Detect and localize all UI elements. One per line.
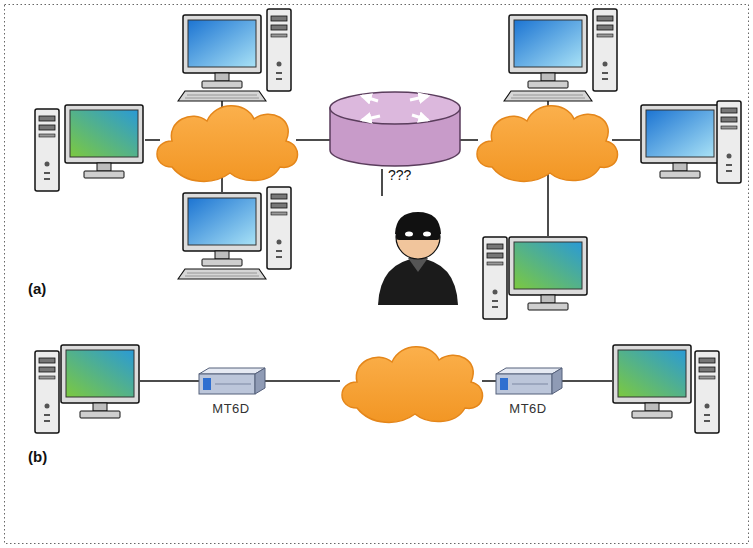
network-wire [140, 92, 640, 381]
mt6d-device: MT6D [193, 366, 269, 416]
mt6d-device: MT6D [490, 366, 566, 416]
device-label: MT6D [490, 401, 566, 416]
unknown-marker: ??? [388, 167, 411, 183]
router [330, 92, 460, 166]
device-label: MT6D [193, 401, 269, 416]
mt6d-box [492, 366, 564, 396]
panel-label: (b) [28, 448, 47, 465]
panel-label: (a) [28, 280, 46, 297]
mt6d-box [195, 366, 267, 396]
attacker [378, 212, 458, 305]
